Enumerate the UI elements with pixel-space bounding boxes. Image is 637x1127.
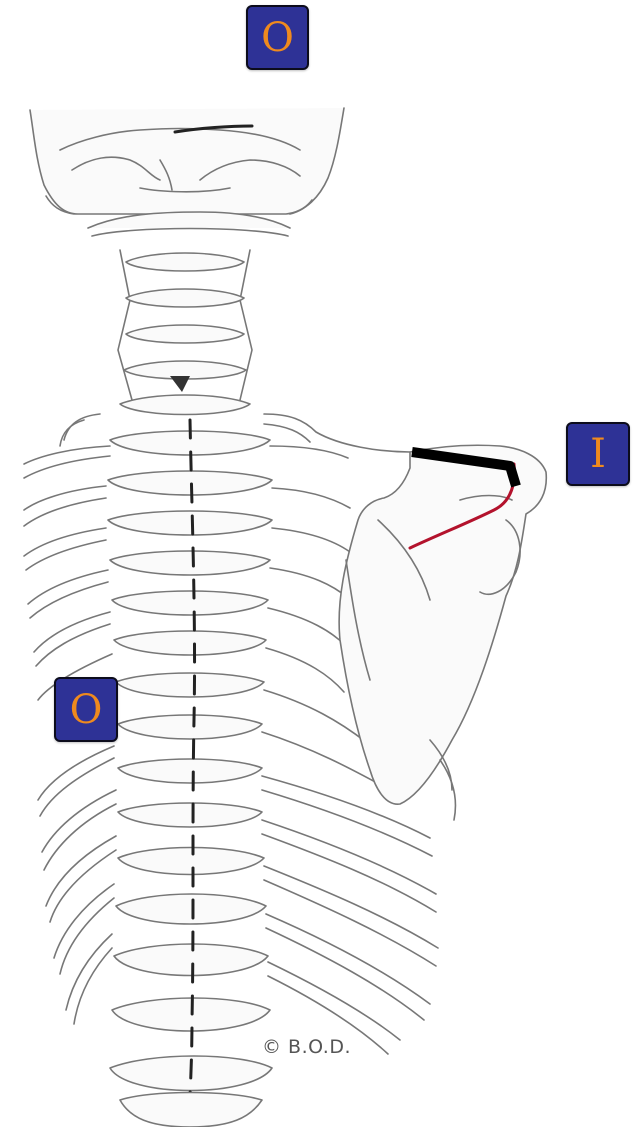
insertion-badge: I: [566, 422, 630, 486]
origin-badge-left: O: [54, 677, 118, 742]
cervical-spine: [88, 212, 290, 415]
copyright-text: © B.O.D.: [262, 1036, 351, 1058]
origin-badge-top: O: [246, 5, 309, 70]
thoracic-spine: [108, 420, 272, 1127]
sacrum: [120, 1093, 262, 1127]
origin-label-left: O: [70, 690, 103, 730]
insertion-label: I: [590, 434, 606, 474]
skull: [30, 108, 344, 214]
scapula: [339, 445, 546, 820]
origin-label-top: O: [261, 18, 294, 58]
